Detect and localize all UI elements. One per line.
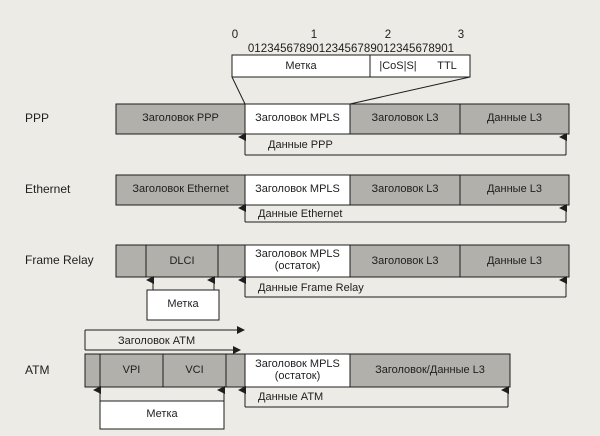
ttl-field: TTL <box>437 60 457 72</box>
ethernet-l3-data-cell: Данные L3 <box>486 183 543 195</box>
ethernet-frame <box>115 174 570 206</box>
mpls-label-field-box <box>231 54 471 78</box>
ppp-l3-header-cell: Заголовок L3 <box>371 112 439 124</box>
ppp-frame <box>115 103 570 135</box>
frame-relay-label-bracket <box>146 276 220 321</box>
frame-relay-label-box-text: Метка <box>167 298 199 310</box>
cos-s-field: |CoS|S| <box>379 60 417 72</box>
ppp-payload-bracket <box>238 133 567 156</box>
atm-header-span <box>84 326 245 354</box>
ethernet-payload-bracket <box>238 204 567 223</box>
ppp-mpls-cell: Заголовок MPLS <box>255 112 340 124</box>
atm-payload-bracket <box>238 386 509 408</box>
atm-l3-cell: Заголовок/Данные L3 <box>375 364 485 376</box>
row-label-frame-relay: Frame Relay <box>25 253 94 267</box>
frame-relay-frame <box>115 244 570 278</box>
atm-payload-label: Данные ATM <box>258 391 324 403</box>
atm-label-box-text: Метка <box>146 408 178 420</box>
bit-ruler-tens-1: 1 <box>310 29 318 41</box>
atm-vci-cell: VCI <box>185 364 204 376</box>
ethernet-l3-header-cell: Заголовок L3 <box>371 183 439 195</box>
ppp-header-cell: Заголовок PPP <box>142 112 219 124</box>
ethernet-header-cell: Заголовок Ethernet <box>132 183 229 195</box>
frame-relay-payload-bracket <box>238 276 567 298</box>
atm-frame <box>84 353 511 388</box>
row-label-ppp: PPP <box>25 111 50 125</box>
atm-vpi-cell: VPI <box>122 364 141 376</box>
atm-mpls-cell: Заголовок MPLS (остаток) <box>255 358 340 382</box>
frame-relay-mpls-cell: Заголовок MPLS (остаток) <box>255 248 340 272</box>
row-label-atm: ATM <box>25 363 50 377</box>
frame-relay-dlci-cell: DLCI <box>169 255 195 267</box>
ppp-payload-label: Данные PPP <box>268 139 333 151</box>
atm-header-span-label: Заголовок ATM <box>118 335 196 347</box>
frame-relay-payload-label: Данные Frame Relay <box>258 282 364 294</box>
row-label-ethernet: Ethernet <box>25 182 71 196</box>
frame-relay-l3-header-cell: Заголовок L3 <box>371 255 439 267</box>
ethernet-mpls-cell: Заголовок MPLS <box>255 183 340 195</box>
ppp-l3-data-cell: Данные L3 <box>486 112 543 124</box>
bit-ruler-digits: 01234567890123456789012345678901 <box>247 43 455 55</box>
atm-label-bracket <box>93 386 225 430</box>
label-field: Метка <box>285 60 317 72</box>
ethernet-payload-label: Данные Ethernet <box>258 208 343 220</box>
bit-ruler-tens-2: 2 <box>384 29 392 41</box>
frame-relay-l3-data-cell: Данные L3 <box>486 255 543 267</box>
bit-ruler-tens-3: 3 <box>457 29 465 41</box>
expansion-lines <box>231 76 471 105</box>
bit-ruler-tens-0: 0 <box>231 29 239 41</box>
